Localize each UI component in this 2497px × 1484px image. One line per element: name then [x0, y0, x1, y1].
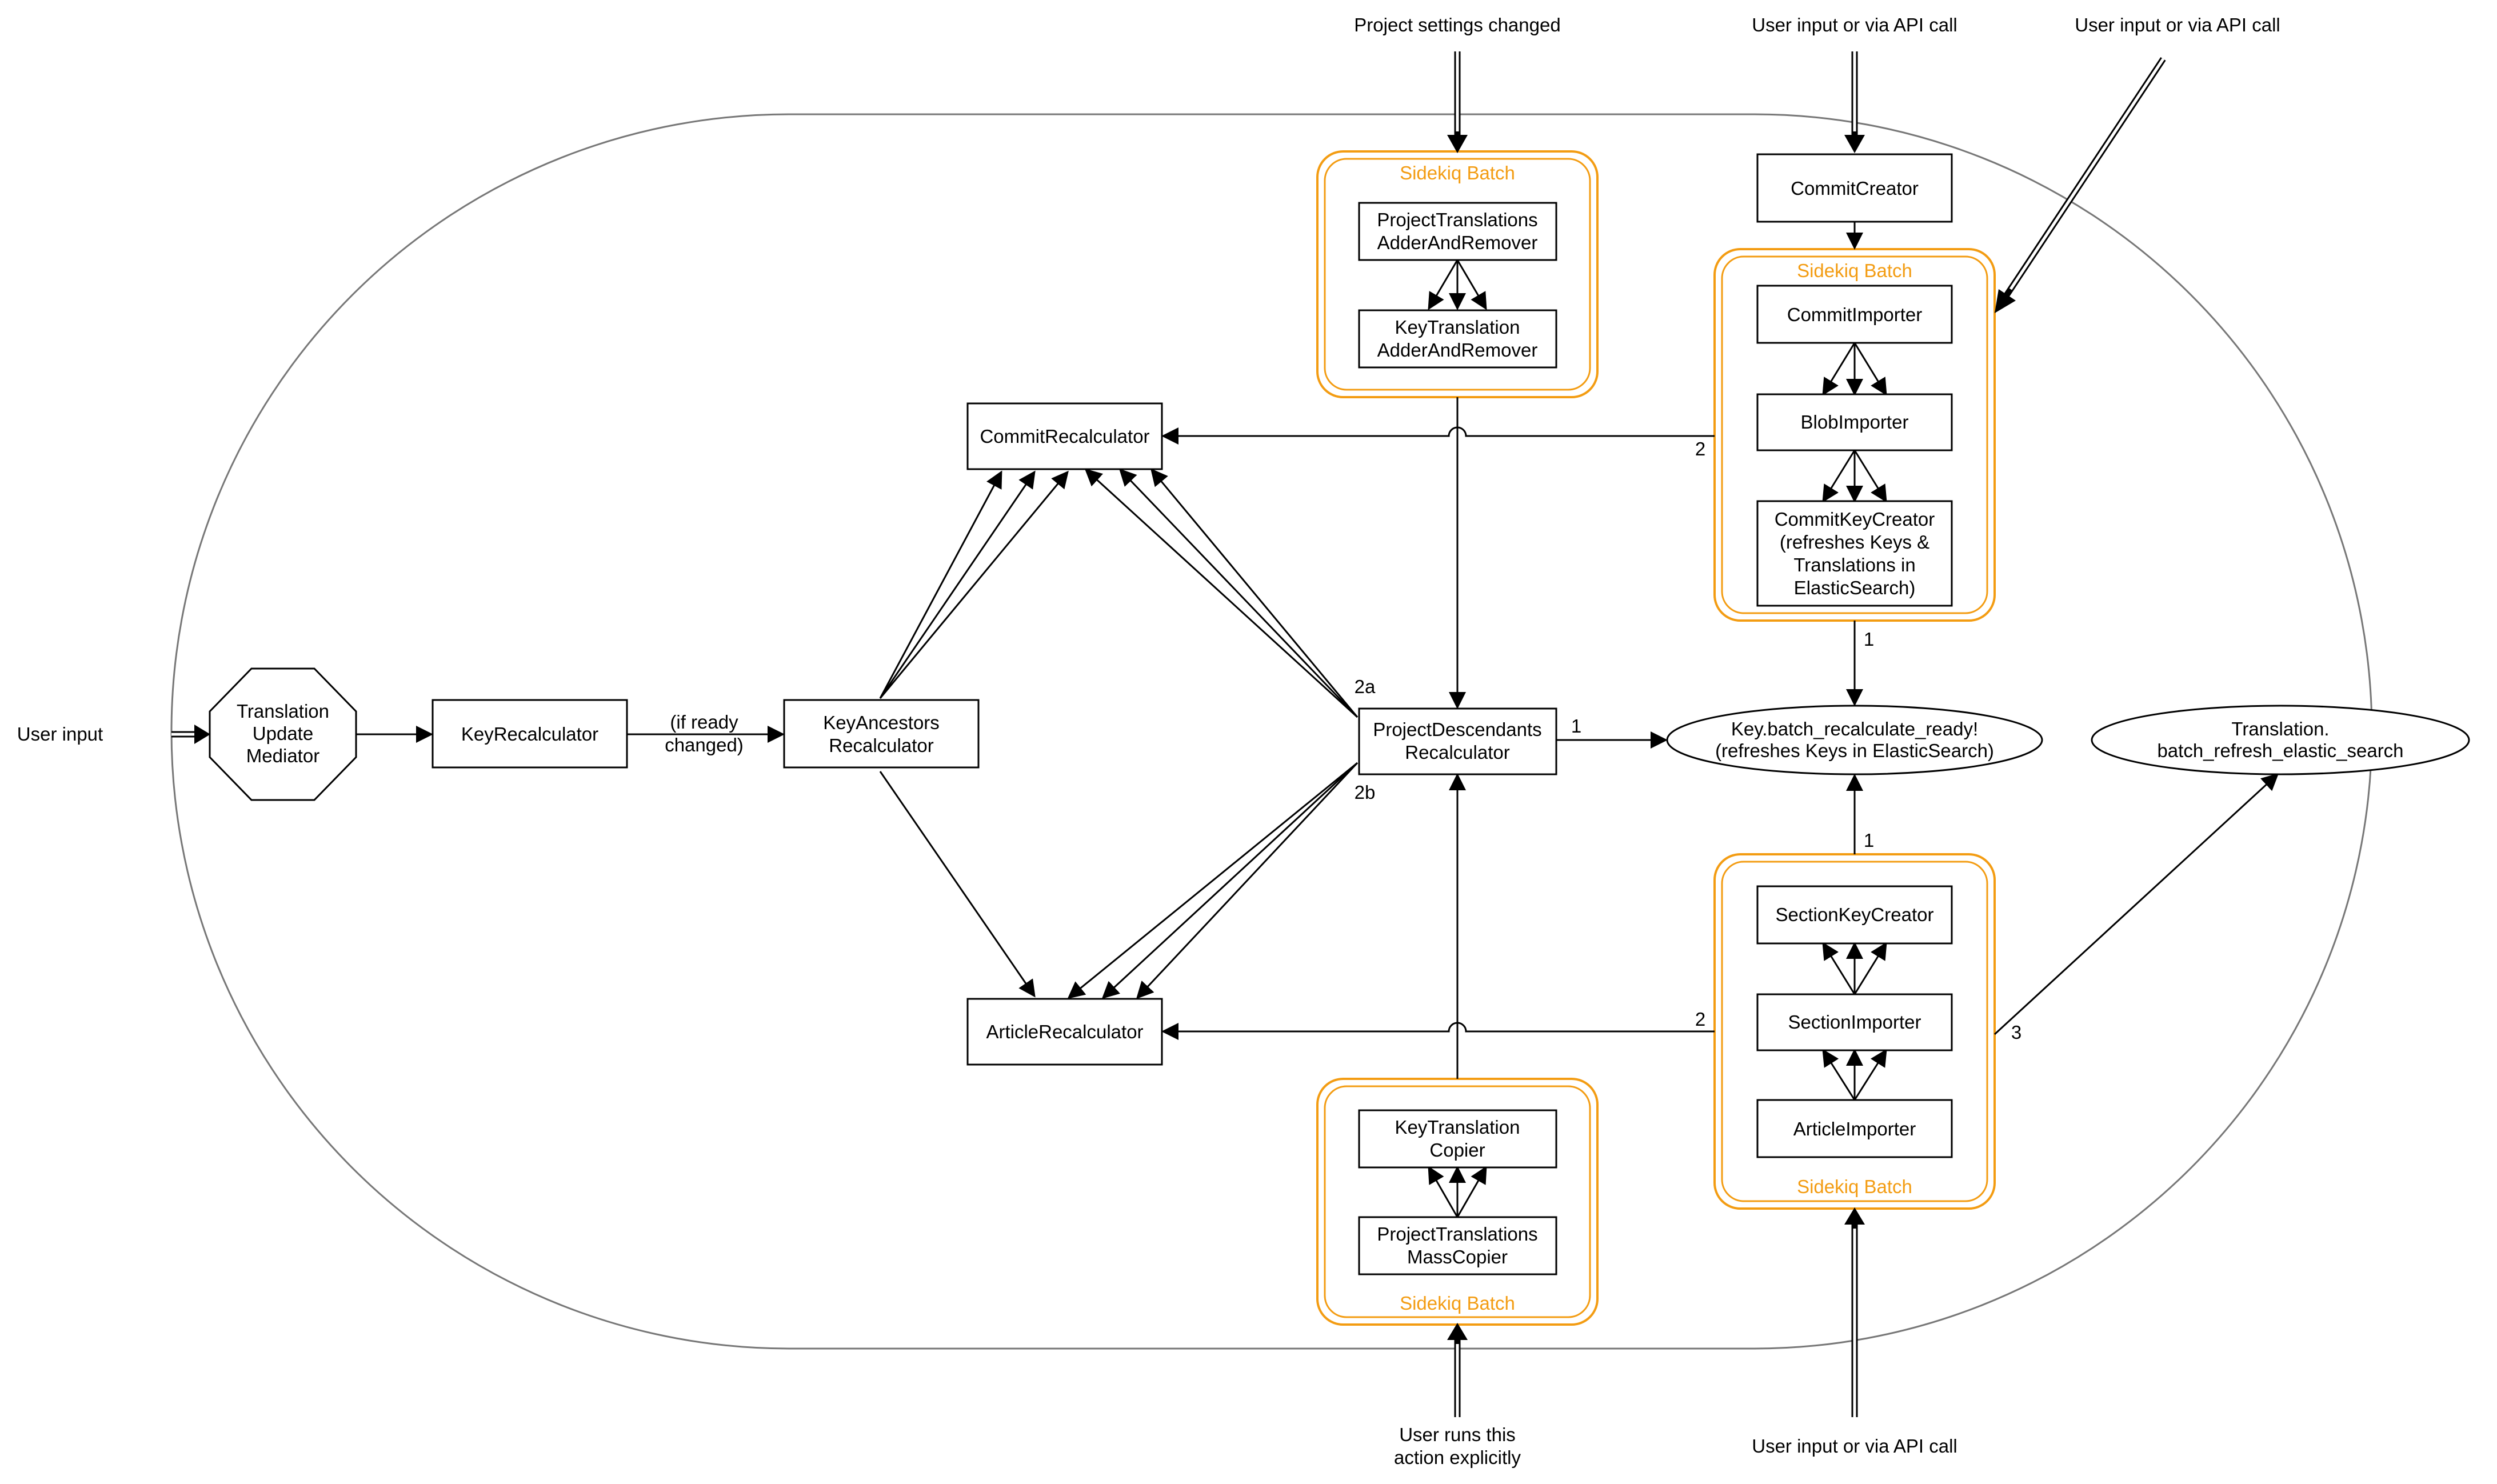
batch-label: Sidekiq Batch — [1797, 260, 1912, 281]
node-label: AdderAndRemover — [1377, 339, 1538, 361]
input-arrow-commit-importer — [1995, 57, 2166, 313]
node-blob-importer: BlobImporter — [1756, 393, 1953, 451]
node-section-key-creator: SectionKeyCreator — [1756, 885, 1953, 945]
external-label: User runs this — [1399, 1424, 1516, 1445]
edge-label: (if ready — [670, 711, 738, 733]
node-key-batch-recalculate-ready: Key.batch_recalculate_ready! (refreshes … — [1666, 705, 2043, 775]
edge-label: 2 — [1695, 438, 1705, 459]
node-label: (refreshes Keys in ElasticSearch) — [1715, 740, 1994, 761]
node-label: Recalculator — [1405, 742, 1509, 763]
node-key-recalculator: KeyRecalculator — [432, 699, 628, 769]
input-arrow-commit-creator — [1844, 51, 1865, 153]
input-arrow-mediator — [171, 725, 210, 744]
node-label: ElasticSearch) — [1794, 577, 1916, 598]
node-label: CommitImporter — [1787, 304, 1923, 325]
node-label: MassCopier — [1407, 1246, 1508, 1267]
edge-label: changed) — [665, 734, 744, 755]
edge-label: 1 — [1864, 830, 1874, 851]
node-label: Translations in — [1793, 554, 1915, 575]
edge-label: 1 — [1571, 715, 1581, 737]
node-project-translations-mass-copier: ProjectTranslations MassCopier — [1358, 1216, 1557, 1275]
node-section-importer: SectionImporter — [1756, 993, 1953, 1051]
node-label: ArticleImporter — [1793, 1118, 1916, 1139]
node-translation-update-mediator: Translation Update Mediator — [209, 667, 357, 801]
input-arrow-project-settings — [1447, 51, 1468, 153]
node-commit-key-creator: CommitKeyCreator (refreshes Keys & Trans… — [1756, 500, 1953, 607]
node-label: SectionImporter — [1788, 1011, 1921, 1033]
node-commit-importer: CommitImporter — [1756, 285, 1953, 344]
node-label: KeyTranslation — [1395, 317, 1520, 338]
node-key-translation-adder-and-remover: KeyTranslation AdderAndRemover — [1358, 309, 1557, 369]
node-article-recalculator: ArticleRecalculator — [966, 998, 1163, 1066]
node-label: batch_refresh_elastic_search — [2157, 740, 2403, 761]
node-label: ProjectTranslations — [1377, 209, 1537, 230]
node-label: BlobImporter — [1801, 411, 1909, 433]
node-label: Copier — [1429, 1139, 1485, 1161]
external-label: User input — [17, 723, 103, 745]
node-label: CommitRecalculator — [980, 426, 1149, 447]
node-translation-batch-refresh-elastic-search: Translation. batch_refresh_elastic_searc… — [2091, 705, 2470, 775]
node-project-translations-adder-and-remover: ProjectTranslations AdderAndRemover — [1358, 202, 1557, 261]
node-label: Mediator — [246, 745, 319, 766]
batch-label: Sidekiq Batch — [1400, 1293, 1515, 1314]
node-label: CommitKeyCreator — [1775, 509, 1935, 530]
node-label: ProjectDescendants — [1373, 719, 1541, 740]
node-label: KeyAncestors — [823, 712, 940, 733]
node-project-descendants-recalculator: ProjectDescendants Recalculator — [1358, 707, 1557, 775]
node-key-translation-copier: KeyTranslation Copier — [1358, 1109, 1557, 1169]
edge-label: 3 — [2011, 1022, 2021, 1043]
node-label: Translation — [237, 701, 329, 722]
edge-label: 1 — [1864, 629, 1874, 650]
node-label: ProjectTranslations — [1377, 1223, 1537, 1245]
node-label: SectionKeyCreator — [1776, 904, 1934, 925]
edges — [171, 51, 2279, 1417]
node-label: ArticleRecalculator — [986, 1021, 1143, 1042]
batch-mass-copy: Sidekiq Batch — [1316, 1078, 1599, 1326]
edge-label: 2b — [1355, 782, 1376, 803]
node-article-importer: ArticleImporter — [1756, 1099, 1953, 1158]
node-label: Key.batch_recalculate_ready! — [1731, 718, 1978, 739]
node-label: CommitCreator — [1791, 178, 1919, 199]
external-label: Project settings changed — [1354, 14, 1560, 35]
node-label: KeyRecalculator — [461, 723, 598, 745]
node-label: Update — [253, 723, 313, 744]
external-label: User input or via API call — [1752, 1435, 1957, 1457]
edge-label: 2a — [1355, 676, 1376, 697]
node-label: KeyTranslation — [1395, 1117, 1520, 1138]
node-label: (refreshes Keys & — [1780, 531, 1929, 553]
input-arrow-mass-copier — [1447, 1323, 1468, 1417]
batch-label: Sidekiq Batch — [1797, 1176, 1912, 1197]
external-label: action explicitly — [1394, 1447, 1521, 1468]
external-label: User input or via API call — [2075, 14, 2280, 35]
edge-label: 2 — [1695, 1009, 1705, 1030]
node-commit-creator: CommitCreator — [1756, 153, 1953, 223]
node-key-ancestors-recalculator: KeyAncestors Recalculator — [783, 699, 980, 769]
external-label: User input or via API call — [1752, 14, 1957, 35]
node-commit-recalculator: CommitRecalculator — [966, 402, 1163, 470]
node-label: AdderAndRemover — [1377, 232, 1538, 253]
input-arrow-section-importer — [1844, 1207, 1865, 1417]
batch-label: Sidekiq Batch — [1400, 162, 1515, 183]
node-label: Translation. — [2231, 718, 2329, 739]
node-label: Recalculator — [829, 735, 933, 756]
